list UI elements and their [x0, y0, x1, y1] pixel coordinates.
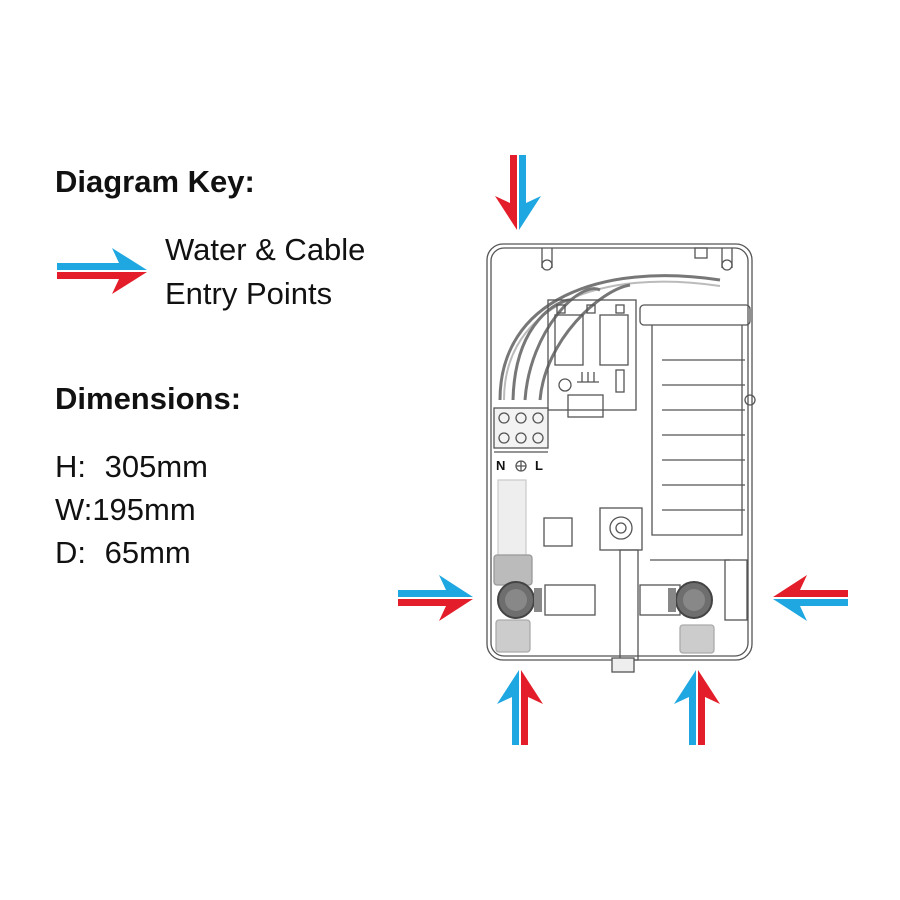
key-entry-arrow-icon: [57, 248, 147, 294]
bottom-left-entry-arrow-icon: [497, 670, 543, 745]
entry-points-label-line2: Entry Points: [165, 276, 333, 311]
right-entry-arrow-icon: [773, 575, 848, 621]
dimension-width: W:195mm: [55, 494, 196, 525]
bottom-right-entry-arrow-icon: [674, 670, 720, 745]
dimension-height: H: 305mm: [55, 451, 208, 482]
dimension-value: 65mm: [104, 535, 191, 570]
dimension-depth: D: 65mm: [55, 537, 191, 568]
terminal-block: [493, 407, 549, 472]
heating-tank: [639, 304, 756, 536]
water-heater-unit: [486, 243, 756, 673]
left-entry-arrow-icon: [398, 575, 473, 621]
outlet-elbow-fitting: [668, 581, 713, 619]
dimension-value: 195mm: [92, 492, 196, 527]
dimension-label: W:: [55, 492, 93, 527]
dimensions-heading: Dimensions:: [55, 381, 242, 416]
inlet-elbow-fitting: [497, 581, 542, 619]
dimension-label: D:: [55, 535, 86, 570]
dimension-label: H:: [55, 449, 86, 484]
top-entry-arrow-icon: [495, 155, 541, 230]
diagram-key-heading: Diagram Key:: [55, 164, 255, 199]
entry-points-label-line1: Water & Cable: [165, 232, 366, 267]
live-terminal-label: L: [535, 458, 543, 473]
neutral-terminal-label: N: [496, 458, 506, 473]
dimension-value: 305mm: [104, 449, 208, 484]
